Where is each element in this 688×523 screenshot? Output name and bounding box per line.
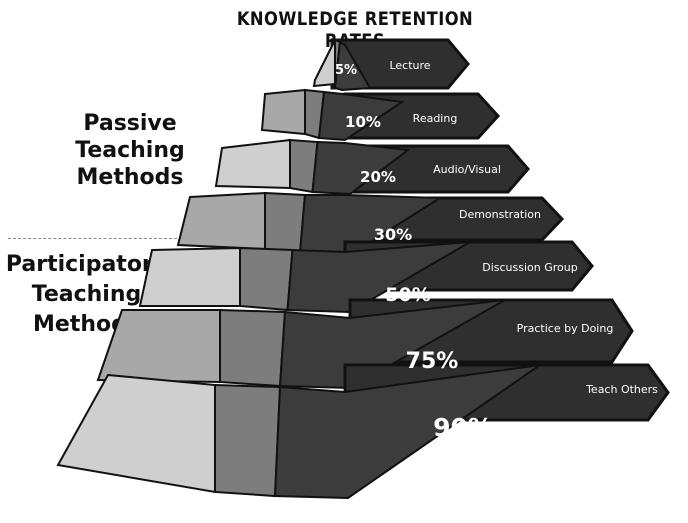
retention-percent-5: 75% [406,349,459,374]
retention-percent-4: 50% [385,284,430,306]
retention-percent-2: 20% [360,168,396,186]
pyramid-right-face-6 [273,364,541,500]
method-label-0: Lecture [389,59,430,72]
pyramid-right-face-0 [333,40,372,92]
pyramid-left-face-2 [214,138,291,190]
method-label-1: Reading [413,112,458,125]
pyramid-left-face-6 [56,373,216,494]
passive-label-line: Methods [76,165,184,190]
pyramid-left-face-3 [176,191,266,251]
method-label-4: Discussion Group [482,261,577,274]
pyramid-middle-face-3 [264,191,307,255]
pyramid-left-face-5 [96,309,221,384]
pyramid-left-face-1 [260,88,306,136]
pyramid-right-face-4 [286,241,471,314]
retention-percent-6: 90% [433,413,493,442]
pyramid-middle-face-6 [214,383,282,498]
method-label-2: Audio/Visual [433,163,501,176]
pyramid-left-face-4 [138,246,241,307]
pyramid-right-face-1 [317,90,405,142]
participatory-label-line: Teaching [31,282,142,307]
pyramid-right-face-2 [311,140,411,196]
retention-percent-1: 10% [345,113,381,131]
pyramid-middle-face-4 [239,246,294,312]
passive-label-line: Teaching [75,138,185,163]
retention-percent-3: 30% [374,225,412,244]
method-label-6: Teach Others [585,383,658,396]
method-label-5: Practice by Doing [517,322,614,335]
retention-percent-0: 5% [335,63,357,78]
participatory-label-line: Participatory [5,252,168,277]
pyramid-right-face-5 [278,299,506,390]
group-divider [8,238,328,239]
method-label-3: Demonstration [459,208,541,221]
pyramid-right-face-3 [298,194,444,257]
pyramid-left-face-0 [312,39,336,88]
passive-label-line: Passive [83,111,177,136]
pyramid-middle-face-5 [219,308,287,388]
passive-methods-label: Passive Teaching Methods [60,110,200,191]
